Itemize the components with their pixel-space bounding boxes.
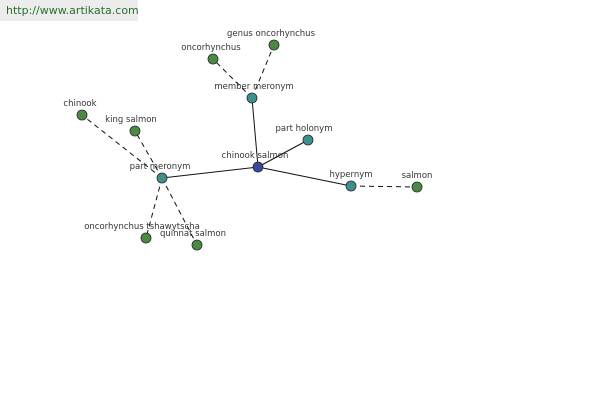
nodes-layer xyxy=(76,39,423,251)
edge-member-meronym-to-oncorhynchus xyxy=(212,58,253,99)
labels-layer: chinook salmon member meronym part holonym… xyxy=(63,29,432,239)
node-label-part-holonym[interactable]: part holonym xyxy=(276,124,333,134)
node-hypernym[interactable] xyxy=(345,180,357,192)
node-chinook[interactable] xyxy=(76,109,88,121)
node-label-king-salmon[interactable]: king salmon xyxy=(105,115,157,125)
node-chinook-salmon[interactable] xyxy=(252,161,264,173)
node-oncorhynchus-tshawytscha[interactable] xyxy=(140,232,152,244)
edges-layer xyxy=(81,44,418,246)
node-label-member-meronym[interactable]: member meronym xyxy=(214,82,293,92)
edge-part-meronym-to-chinook xyxy=(81,114,163,179)
node-label-part-meronym[interactable]: part meronym xyxy=(130,162,191,172)
source-url-banner: http://www.artikata.com xyxy=(0,0,139,21)
edge-hypernym-to-salmon xyxy=(350,185,418,188)
node-salmon[interactable] xyxy=(411,181,423,193)
node-quinnat-salmon[interactable] xyxy=(191,239,203,251)
node-label-genus-oncorhynchus[interactable]: genus oncorhynchus xyxy=(227,29,316,39)
node-label-hypernym[interactable]: hypernym xyxy=(329,170,372,180)
node-label-chinook-salmon[interactable]: chinook salmon xyxy=(222,151,289,161)
edge-part-meronym-to-quinnat-salmon xyxy=(161,177,198,246)
node-label-quinnat-salmon[interactable]: quinnat salmon xyxy=(160,229,226,239)
node-king-salmon[interactable] xyxy=(129,125,141,137)
edge-chinook-salmon-to-part-meronym xyxy=(161,166,259,179)
node-label-oncorhynchus[interactable]: oncorhynchus xyxy=(181,43,241,53)
node-oncorhynchus[interactable] xyxy=(207,53,219,65)
edge-part-meronym-to-king-salmon xyxy=(134,130,163,179)
node-label-salmon[interactable]: salmon xyxy=(402,171,433,181)
edge-chinook-salmon-to-member-meronym xyxy=(251,97,259,168)
edge-chinook-salmon-to-hypernym xyxy=(257,166,352,187)
node-member-meronym[interactable] xyxy=(246,92,258,104)
edge-member-meronym-to-genus-oncorhynchus xyxy=(251,44,275,99)
node-part-holonym[interactable] xyxy=(302,134,314,146)
node-label-chinook[interactable]: chinook xyxy=(63,99,96,109)
edge-part-meronym-to-oncorhynchus-tshawytscha xyxy=(145,177,163,239)
node-label-oncorhynchus-tshawytscha[interactable]: oncorhynchus tshawytscha xyxy=(84,222,200,232)
node-genus-oncorhynchus[interactable] xyxy=(268,39,280,51)
node-part-meronym[interactable] xyxy=(156,172,168,184)
edge-chinook-salmon-to-part-holonym xyxy=(257,139,309,168)
